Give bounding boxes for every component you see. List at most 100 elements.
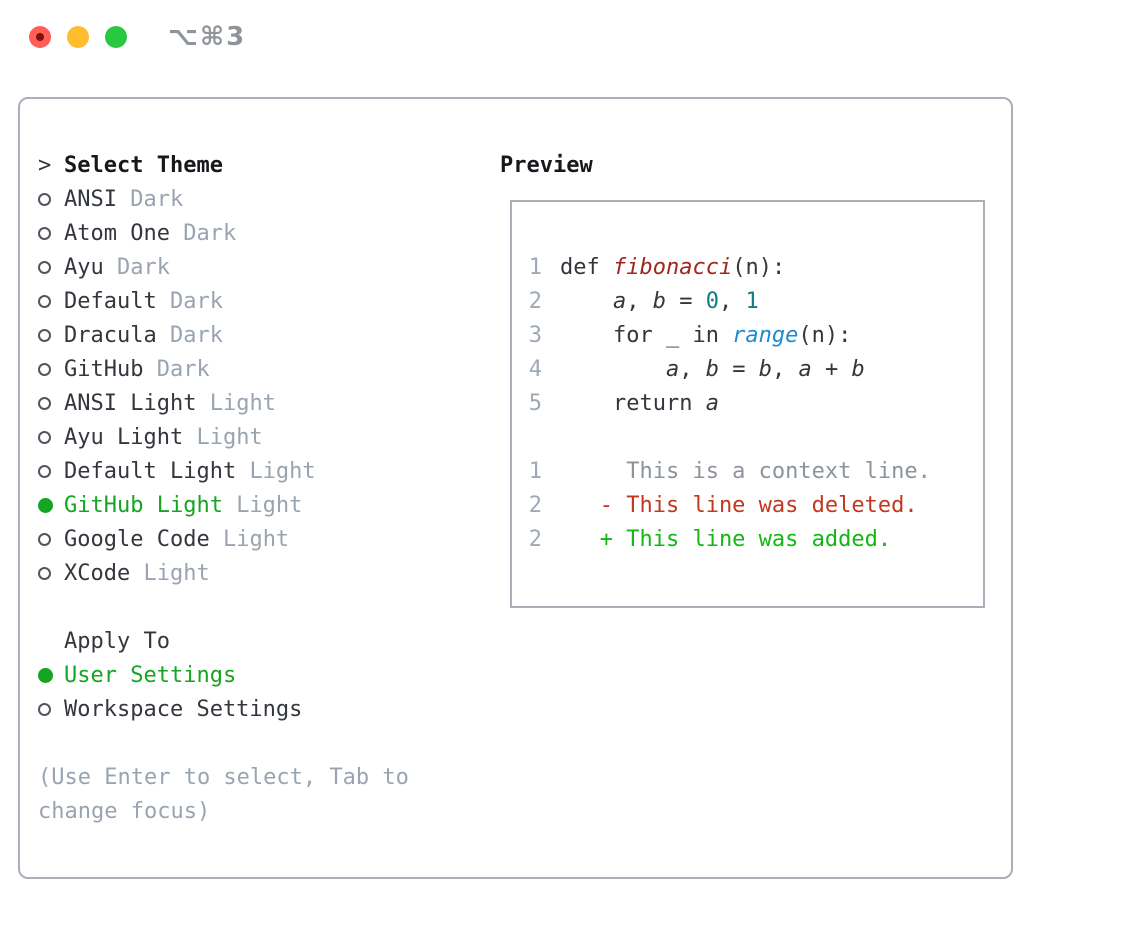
theme-name: GitHub: [64, 356, 157, 382]
theme-name: Default: [64, 288, 170, 314]
token-variable: a: [705, 390, 719, 416]
minimize-button[interactable]: [67, 26, 89, 48]
apply-option[interactable]: Workspace Settings: [38, 692, 409, 726]
code-tokens: return a: [560, 391, 719, 416]
code-line: 2 + This line was added.: [512, 522, 983, 556]
code-line: 1 def fibonacci(n):: [512, 250, 983, 284]
radio-icon: [38, 566, 51, 580]
apply-option-label: Workspace Settings: [64, 696, 303, 722]
preview-heading: Preview: [500, 152, 593, 178]
token-plain: +: [811, 356, 852, 382]
theme-variant: Light: [222, 526, 290, 552]
theme-variant: Light: [249, 458, 316, 484]
theme-name: Dracula: [64, 322, 170, 348]
radio-icon: [38, 328, 51, 342]
token-plain: def: [560, 254, 613, 280]
window-titlebar: ⌥⌘3: [0, 0, 1140, 97]
radio-slot: [38, 430, 64, 444]
token-plain: return: [560, 390, 706, 416]
hint-text: change focus): [38, 798, 211, 824]
token-number: 0: [705, 288, 719, 314]
theme-option[interactable]: Ayu Dark: [38, 250, 409, 284]
theme-option[interactable]: Google Code Light: [38, 522, 409, 556]
line-number: 2: [528, 492, 542, 518]
code-line: 4 a, b = b, a + b: [512, 352, 983, 386]
code-tokens: for _ in range(n):: [560, 323, 851, 348]
token-variable: a: [665, 356, 680, 382]
code-tokens: def fibonacci(n):: [560, 255, 785, 280]
apply-option[interactable]: User Settings: [38, 658, 409, 692]
theme-option[interactable]: ANSI Light Light: [38, 386, 409, 420]
radio-slot: [38, 464, 64, 478]
code-line: [512, 420, 983, 454]
theme-option[interactable]: Atom One Dark: [38, 216, 409, 250]
theme-name: Default Light: [64, 458, 250, 484]
theme-option[interactable]: Default Light Light: [38, 454, 409, 488]
theme-option[interactable]: GitHub Light Light: [38, 488, 409, 522]
theme-variant: Light: [236, 492, 303, 518]
theme-option[interactable]: Dracula Dark: [38, 318, 409, 352]
apply-to-title: Apply To: [64, 628, 170, 654]
theme-variant: Dark: [130, 186, 184, 212]
code-line: 1 This is a context line.: [512, 454, 983, 488]
theme-option[interactable]: ANSI Dark: [38, 182, 409, 216]
theme-variant: Dark: [156, 356, 210, 382]
code-tokens: - This line was deleted.: [560, 493, 918, 518]
token-plain: ,: [626, 288, 653, 314]
apply-option-label: User Settings: [64, 662, 237, 688]
apply-to-header: Apply To: [38, 624, 409, 658]
code-tokens: a, b = b, a + b: [560, 357, 865, 382]
radio-slot: [38, 532, 64, 546]
line-number: 1: [528, 458, 542, 484]
theme-variant: Dark: [183, 220, 237, 246]
theme-option[interactable]: XCode Light: [38, 556, 409, 590]
hint-text-line2: change focus): [38, 794, 409, 828]
cursor-slot: >: [38, 153, 64, 178]
radio-icon: [38, 464, 51, 478]
token-added: + This line was added.: [560, 526, 892, 552]
radio-slot: [38, 294, 64, 308]
token-context: This is a context line.: [560, 458, 931, 484]
theme-name: ANSI Light: [64, 390, 210, 416]
theme-variant: Light: [196, 424, 263, 450]
token-plain: ,: [679, 356, 706, 382]
hint-text: (Use Enter to select, Tab to: [38, 764, 409, 790]
line-number: 4: [528, 356, 542, 382]
radio-slot: [38, 497, 64, 513]
radio-slot: [38, 328, 64, 342]
theme-name: GitHub Light: [64, 492, 237, 518]
theme-variant: Dark: [169, 288, 223, 314]
maximize-button[interactable]: [105, 26, 127, 48]
radio-icon: [38, 362, 51, 376]
radio-icon: [38, 226, 51, 240]
theme-variant: Light: [209, 390, 276, 416]
spacer: [38, 590, 409, 624]
token-plain: [560, 289, 613, 314]
radio-slot: [38, 702, 64, 716]
token-variable: b: [851, 356, 865, 382]
radio-slot: [38, 396, 64, 410]
code-line: 2 - This line was deleted.: [512, 488, 983, 522]
line-number: 1: [528, 254, 542, 280]
theme-name: Ayu: [64, 254, 117, 280]
close-dot-icon: [36, 33, 44, 41]
theme-list-header: >Select Theme: [38, 148, 409, 182]
theme-option[interactable]: Ayu Light Light: [38, 420, 409, 454]
token-variable: b: [705, 356, 719, 382]
theme-name: ANSI: [64, 186, 131, 212]
token-variable: b: [758, 356, 772, 382]
theme-option[interactable]: GitHub Dark: [38, 352, 409, 386]
token-plain: [560, 357, 666, 382]
radio-icon: [38, 702, 51, 716]
radio-selected-icon: [38, 497, 53, 513]
code-tokens: a, b = 0, 1: [560, 289, 759, 314]
theme-option[interactable]: Default Dark: [38, 284, 409, 318]
line-number: 2: [528, 288, 542, 314]
close-button[interactable]: [29, 26, 51, 48]
radio-icon: [38, 192, 51, 206]
